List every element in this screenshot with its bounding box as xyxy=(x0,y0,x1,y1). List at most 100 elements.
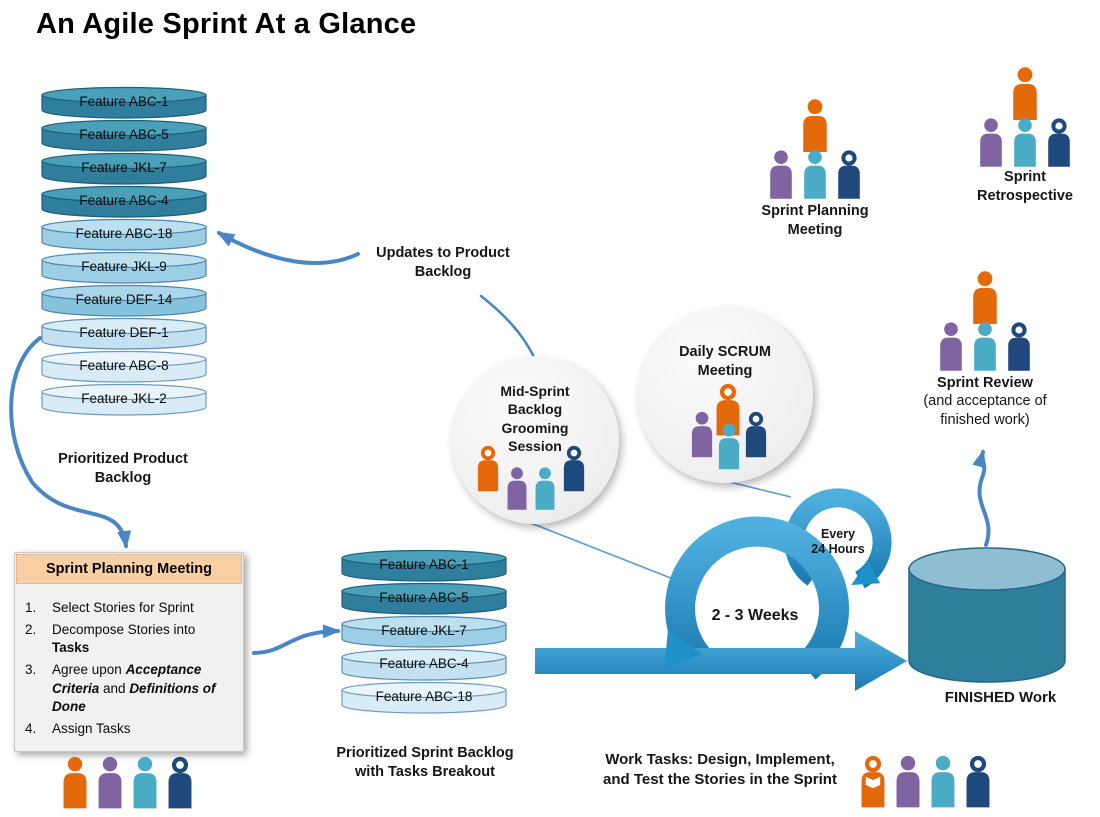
cylinder-shape xyxy=(341,615,507,648)
person-icon xyxy=(974,322,996,371)
feature-row: Feature JKL-9 xyxy=(40,251,208,284)
feature-row: Feature ABC-8 xyxy=(40,350,208,383)
cylinder-shape xyxy=(341,549,507,582)
person-icon xyxy=(1008,322,1030,371)
feature-label: Feature ABC-1 xyxy=(79,94,169,109)
feature-row: Feature JKL-7 xyxy=(340,615,508,648)
feature-row: Feature ABC-5 xyxy=(40,119,208,152)
person-icon xyxy=(861,755,885,808)
person-icon xyxy=(973,271,997,324)
work-tasks-label: Work Tasks: Design, Implement, and Test … xyxy=(603,751,837,788)
updates-to-backlog-label: Updates to Product Backlog xyxy=(376,245,510,281)
feature-row: Feature ABC-18 xyxy=(40,218,208,251)
cylinder-shape xyxy=(341,648,507,681)
person-icon xyxy=(98,756,122,809)
cylinder-shape xyxy=(41,152,207,185)
daily-scrum-circle: Daily SCRUM Meeting xyxy=(637,307,813,483)
feature-row: Feature ABC-4 xyxy=(340,648,508,681)
sprint-planning-box-title: Sprint Planning Meeting xyxy=(16,554,242,584)
cylinder-shape xyxy=(41,317,207,350)
person-icon xyxy=(691,411,713,458)
cylinder-shape xyxy=(41,251,207,284)
cylinder-shape xyxy=(41,383,207,416)
product-backlog-label: Prioritized Product Backlog xyxy=(58,451,188,487)
work-team-group xyxy=(856,748,996,812)
planning-list-item: 4.Assign Tasks xyxy=(25,720,131,736)
cylinder-shape xyxy=(41,218,207,251)
feature-label: Feature ABC-4 xyxy=(79,193,169,208)
person-icon xyxy=(838,150,860,199)
feature-label: Feature JKL-9 xyxy=(81,259,167,274)
cylinder-shape xyxy=(41,284,207,317)
feature-label: Feature DEF-14 xyxy=(75,292,173,307)
feature-row: Feature ABC-1 xyxy=(40,86,208,119)
feature-label: Feature JKL-7 xyxy=(81,160,167,175)
sprint-review-sublabel: (and acceptance of finished work) xyxy=(923,393,1047,429)
person-icon xyxy=(133,756,157,809)
planning-list-item: 3.Agree upon Acceptance Criteria and Def… xyxy=(25,661,216,715)
sprint-planning-box: Sprint Planning Meeting 1.Select Stories… xyxy=(14,552,244,753)
sprint-backlog-label: Prioritized Sprint Backlog with Tasks Br… xyxy=(336,745,514,781)
person-icon xyxy=(477,445,499,492)
sprint-retrospective-label: Sprint Retrospective xyxy=(977,169,1073,205)
person-icon xyxy=(803,99,827,152)
person-icon xyxy=(1013,67,1037,120)
feature-label: Feature ABC-5 xyxy=(379,590,469,605)
feature-row: Feature ABC-5 xyxy=(340,582,508,615)
cylinder-shape xyxy=(41,350,207,383)
mid-sprint-label: Mid-Sprint Backlog Grooming Session xyxy=(500,383,570,455)
feature-label: Feature ABC-1 xyxy=(379,557,469,572)
cylinder-shape xyxy=(41,119,207,152)
arrow-planning-to-sprintbacklog xyxy=(252,624,341,655)
person-icon xyxy=(507,467,527,510)
work-flow-arrow xyxy=(535,631,907,691)
feature-row: Feature JKL-2 xyxy=(40,383,208,416)
sprint-loop-arrowhead xyxy=(664,630,702,670)
feature-label: Feature ABC-8 xyxy=(79,358,169,373)
feature-label: Feature ABC-5 xyxy=(79,127,169,142)
cylinder-shape xyxy=(341,681,507,714)
feature-row: Feature ABC-1 xyxy=(340,549,508,582)
arrow-finished-to-review xyxy=(972,449,991,547)
person-icon xyxy=(1048,118,1070,167)
finished-work-label: FINISHED Work xyxy=(944,689,1057,706)
person-icon xyxy=(718,423,740,470)
page-title: An Agile Sprint At a Glance xyxy=(36,8,417,40)
mid-sprint-grooming-circle: Mid-Sprint Backlog Grooming Session xyxy=(451,356,619,524)
sprint-planning-group-label: Sprint Planning Meeting xyxy=(761,203,869,239)
person-icon xyxy=(1014,118,1036,167)
arrow-updates-to-backlog xyxy=(216,231,360,265)
sprint-duration-label: 2 - 3 Weeks xyxy=(711,607,799,624)
planning-list-item: 2.Decompose Stories into Tasks xyxy=(25,621,196,656)
sprint-planning-list: 1.Select Stories for Sprint 2.Decompose S… xyxy=(15,585,243,751)
feature-label: Feature JKL-2 xyxy=(81,391,167,406)
person-icon xyxy=(745,411,767,458)
feature-label: Feature DEF-1 xyxy=(79,325,169,340)
cylinder-shape xyxy=(41,86,207,119)
person-icon xyxy=(563,445,585,492)
person-icon xyxy=(770,150,792,199)
person-icon xyxy=(63,756,87,809)
cylinder-shape xyxy=(41,185,207,218)
sprint-review-label: Sprint Review xyxy=(937,375,1033,391)
curve-midsprint-to-updates xyxy=(479,294,536,359)
person-icon xyxy=(804,150,826,199)
daily-cadence-label: Every 24 Hours xyxy=(811,527,865,556)
line-midsprint-to-loop xyxy=(517,517,687,585)
feature-row: Feature DEF-1 xyxy=(40,317,208,350)
person-icon xyxy=(980,118,1002,167)
person-icon xyxy=(940,322,962,371)
planning-list-item: 1.Select Stories for Sprint xyxy=(25,600,194,615)
feature-row: Feature ABC-18 xyxy=(340,681,508,714)
cylinder-shape xyxy=(341,582,507,615)
person-icon xyxy=(168,756,192,809)
person-icon xyxy=(931,755,955,808)
person-icon xyxy=(896,755,920,808)
feature-row: Feature ABC-4 xyxy=(40,185,208,218)
person-icon xyxy=(966,755,990,808)
feature-row: Feature JKL-7 xyxy=(40,152,208,185)
person-icon xyxy=(535,467,555,510)
